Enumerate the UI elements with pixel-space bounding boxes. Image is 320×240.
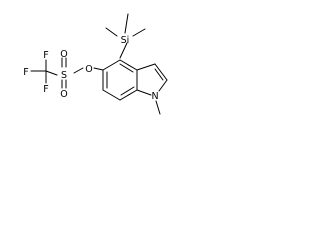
atom-o-sulfonyl-top-label: O — [60, 49, 67, 60]
bond-c7-c7a-inner — [120, 86, 135, 96]
bond-o-s — [73, 67, 84, 74]
atom-o-ether-label: O — [85, 64, 92, 75]
atom-f-left-label: F — [23, 67, 28, 78]
bond-si-ring — [119, 42, 128, 59]
bond-n-c7a — [136, 89, 152, 96]
bonds — [30, 13, 168, 115]
atom-si-label: Si — [121, 35, 130, 46]
bond-c5-o — [93, 67, 104, 71]
bond-c3-c2 — [154, 63, 168, 81]
atom-f-top-label: F — [43, 50, 48, 61]
bond-c2-n — [158, 79, 168, 92]
bond-si-methyl-left — [105, 27, 118, 37]
atom-f-bottom-label: F — [43, 84, 48, 95]
molecule-diagram: Si O S O O F F F N — [23, 13, 168, 115]
bond-c4-c5 — [102, 59, 121, 71]
bond-s-cf3 — [45, 70, 58, 76]
bond-c6-c7 — [102, 89, 121, 101]
bond-si-methyl-top — [124, 13, 129, 34]
bond-si-methyl-right — [132, 28, 146, 37]
atom-n-label: N — [151, 91, 158, 102]
atom-s-label: S — [61, 70, 67, 81]
bond-c3-c2-inner — [154, 68, 164, 81]
bond-c3a-c4-inner — [119, 63, 134, 73]
bond-c3a-c4 — [119, 59, 138, 71]
bond-n-methyl — [155, 100, 161, 115]
atom-o-sulfonyl-bottom-label: O — [60, 89, 67, 100]
bond-c3a-c3 — [136, 63, 156, 71]
bond-c7-c7a — [119, 89, 138, 101]
atom-labels: Si O S O O F F F N — [23, 35, 158, 102]
